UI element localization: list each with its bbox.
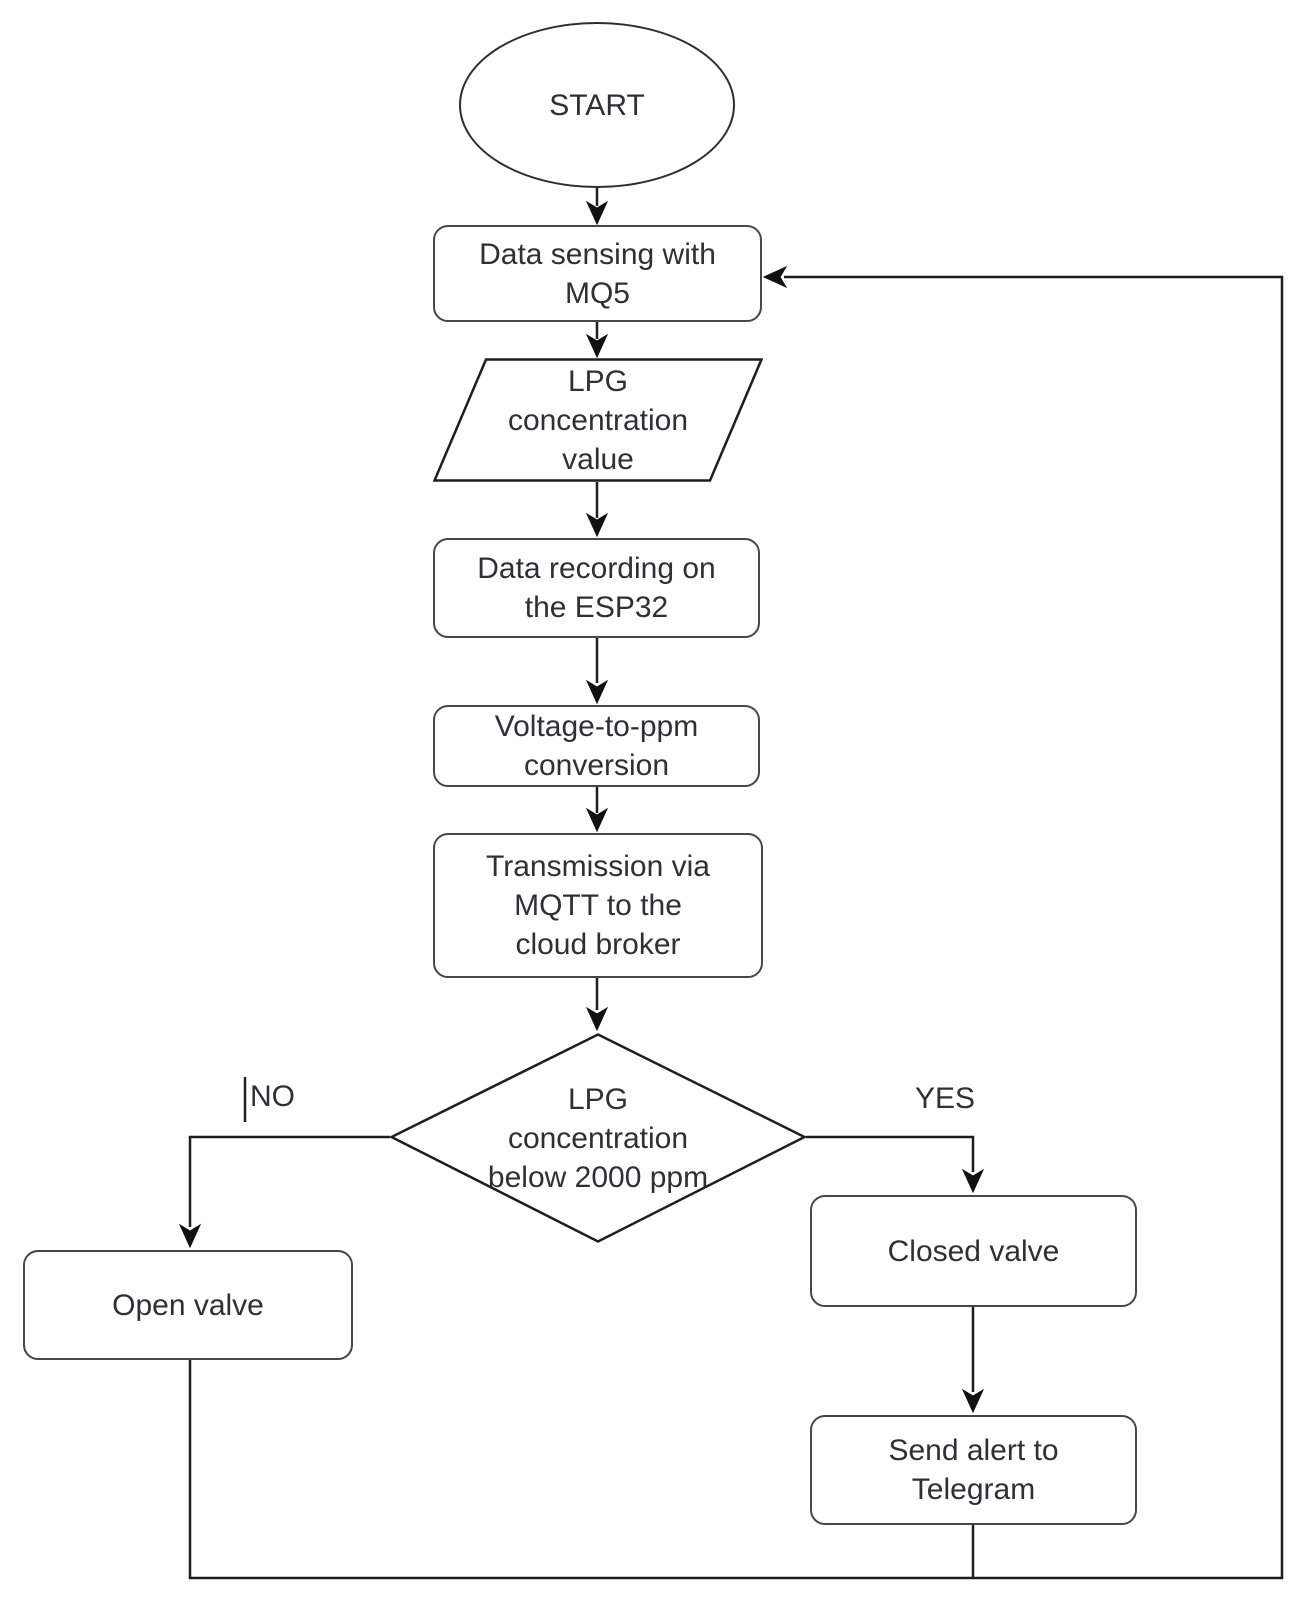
node-closed-valve-label: Closed valve xyxy=(887,1234,1060,1268)
node-send-alert-telegram-label: Send alert to Telegram xyxy=(888,1434,1059,1506)
edge-label-no: NO xyxy=(250,1080,295,1113)
node-start-label: START xyxy=(549,88,645,122)
node-send-alert-telegram: Send alert to Telegram xyxy=(810,1415,1137,1525)
node-mqtt-transmission: Transmission via MQTT to the cloud broke… xyxy=(433,833,763,978)
node-data-recording-label: Data recording on the ESP32 xyxy=(477,552,716,624)
node-decision-lpg-below-2000ppm: LPG concentration below 2000 ppm xyxy=(390,1033,806,1243)
parallelogram-shape xyxy=(433,358,763,482)
edge-decision-yes-to-closed-valve xyxy=(806,1135,975,1172)
node-start: START xyxy=(459,22,735,188)
arrowhead-transmission-to-decision xyxy=(585,1006,609,1032)
edge-label-yes: YES xyxy=(915,1082,976,1115)
diamond-shape xyxy=(390,1033,806,1243)
node-open-valve-label: Open valve xyxy=(112,1288,264,1322)
node-mqtt-transmission-label: Transmission via MQTT to the cloud broke… xyxy=(486,850,710,961)
node-voltage-conversion-label: Voltage-to-ppm conversion xyxy=(494,710,699,782)
node-open-valve: Open valve xyxy=(23,1250,353,1360)
arrowhead-recording-to-conversion xyxy=(585,679,609,705)
edge-loop-back-to-sensing xyxy=(188,275,1284,1580)
arrowhead-decision-no-to-open-valve xyxy=(178,1223,202,1249)
node-lpg-concentration-value: LPG concentration value xyxy=(433,358,763,482)
node-closed-valve: Closed valve xyxy=(810,1195,1137,1307)
edge-decision-no-to-open-valve xyxy=(188,1135,390,1227)
node-data-recording: Data recording on the ESP32 xyxy=(433,538,760,638)
arrowhead-start-to-sensing xyxy=(585,200,609,226)
arrowhead-decision-yes-to-closed-valve xyxy=(961,1168,985,1194)
node-lpg-concentration-value-label: LPG concentration value xyxy=(507,364,689,476)
node-voltage-conversion: Voltage-to-ppm conversion xyxy=(433,705,760,787)
node-data-sensing-label: Data sensing with MQ5 xyxy=(479,237,716,310)
arrowhead-lpg-value-to-recording xyxy=(585,512,609,538)
arrowhead-conversion-to-transmission xyxy=(585,807,609,833)
node-data-sensing: Data sensing with MQ5 xyxy=(433,225,762,322)
arrowhead-loop-back-to-sensing xyxy=(762,265,788,289)
arrowhead-sensing-to-lpg-value xyxy=(585,333,609,359)
node-decision-label: LPG concentration below 2000 ppm xyxy=(487,1082,709,1194)
arrowhead-closed-valve-to-send-alert xyxy=(961,1388,985,1414)
